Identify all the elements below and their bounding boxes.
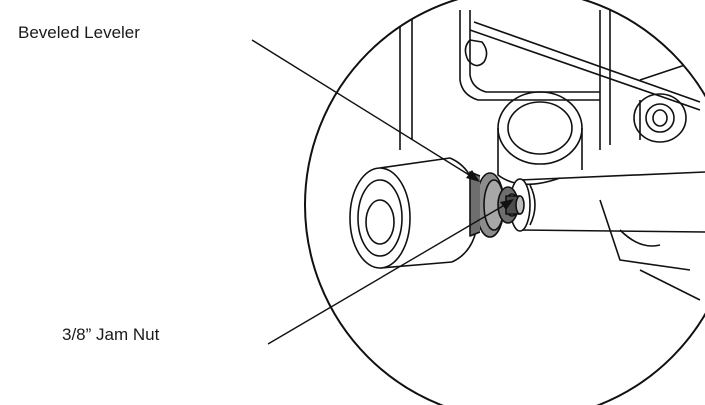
frame-bracket [399,10,701,301]
jam-nut [497,186,525,224]
leveler-leader [251,39,480,182]
rear-bearing [497,91,687,186]
beveled-leveler-label: Beveled Leveler [18,23,140,42]
beveled-leveler [469,171,505,238]
detail-circle [304,0,705,405]
jam-nut-leader [267,199,514,345]
detail-contents [349,10,705,301]
jam-nut-label: 3/8” Jam Nut [62,325,160,344]
left-roller [349,157,479,269]
